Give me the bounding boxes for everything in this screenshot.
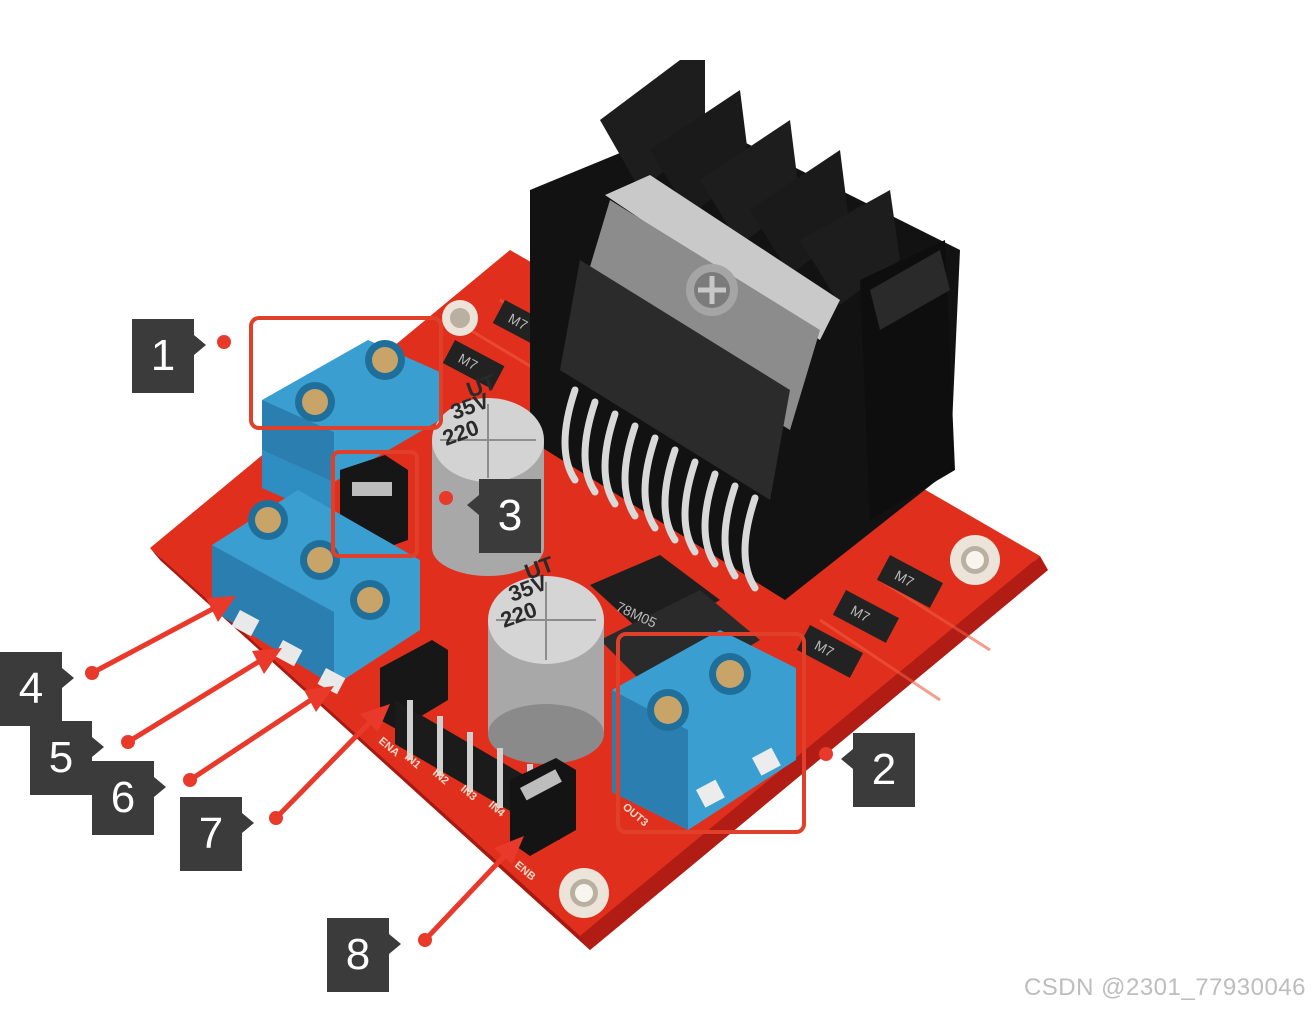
chip-legs [561,386,759,592]
callout-arrows [89,596,524,943]
motor-output-terminal-block: OUT3 [612,630,796,830]
callout-label-1: 1 [132,319,206,393]
callout-label-6: 6 [92,761,166,835]
watermark: CSDN @2301_77930046 [1023,974,1306,1001]
capacitor-bottom: 35V 220 UT [488,551,604,764]
callout-dots [85,335,833,947]
highlight-boxes [249,316,806,834]
callout-label-4: 4 [0,652,74,726]
highlight-box-3 [331,450,419,558]
highlight-box-1 [249,316,443,430]
io-terminal-block [212,490,420,695]
callout-label-5: 5 [30,721,104,795]
highlight-box-2 [616,632,806,834]
callout-label-2: 2 [841,733,915,807]
callout-label-8: 8 [327,918,401,992]
voltage-regulator: 78M05 [590,555,760,700]
control-pin-header: ENA IN1 IN2 IN3 IN4 ENB [376,640,576,883]
mounting-holes [442,300,1000,918]
l298-driver-chip [560,175,840,500]
callout-label-7: 7 [180,797,254,871]
callout-label-3: 3 [467,479,541,553]
